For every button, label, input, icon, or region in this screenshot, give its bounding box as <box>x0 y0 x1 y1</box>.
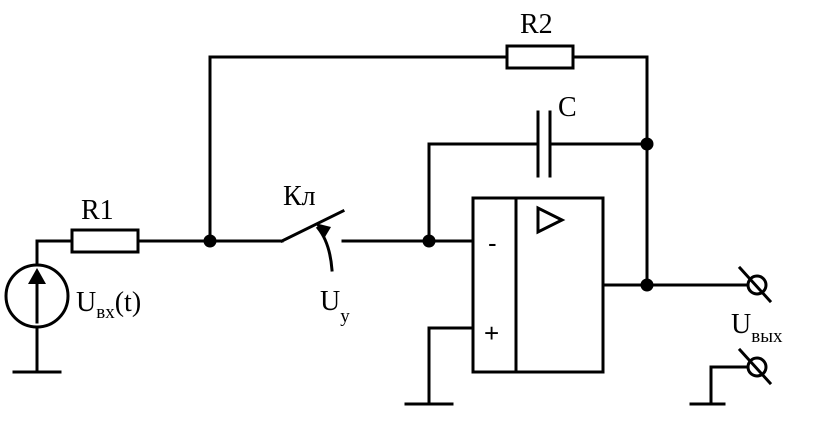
output-terminal-top <box>737 265 773 304</box>
opamp-triangle-icon <box>536 205 566 235</box>
feedback-r2-path <box>208 44 649 287</box>
ground-noninverting <box>404 326 475 406</box>
label-minus: - <box>488 228 497 258</box>
control-arrow <box>315 225 334 272</box>
resistor-r2 <box>505 44 575 70</box>
label-c: C <box>558 92 577 123</box>
label-uout-sub: вых <box>751 326 783 347</box>
junction-dot-c <box>640 137 654 151</box>
label-uout-main: U <box>731 309 751 340</box>
label-uin-sub: вх <box>96 302 115 323</box>
label-uy: Uу <box>320 286 350 327</box>
label-uy-sub: у <box>340 306 350 327</box>
label-uin-main: U <box>76 287 96 318</box>
resistor-r1 <box>70 228 140 254</box>
label-uy-main: U <box>320 286 340 317</box>
label-r1: R1 <box>81 195 114 226</box>
label-uout: Uвых <box>731 309 783 347</box>
label-uin-tail: (t) <box>115 287 141 318</box>
label-r2: R2 <box>520 9 553 40</box>
feedback-capacitor-path <box>427 110 649 243</box>
arrow-head-icon <box>315 223 331 237</box>
arrow-up-icon <box>28 268 46 284</box>
junction-dot-d <box>640 278 654 292</box>
label-switch: Кл <box>283 181 316 212</box>
label-plus: + <box>484 318 499 348</box>
label-uin: Uвх(t) <box>76 287 141 323</box>
output-terminal-bottom <box>689 347 773 406</box>
switch-kl <box>208 208 431 272</box>
input-source <box>4 239 70 374</box>
